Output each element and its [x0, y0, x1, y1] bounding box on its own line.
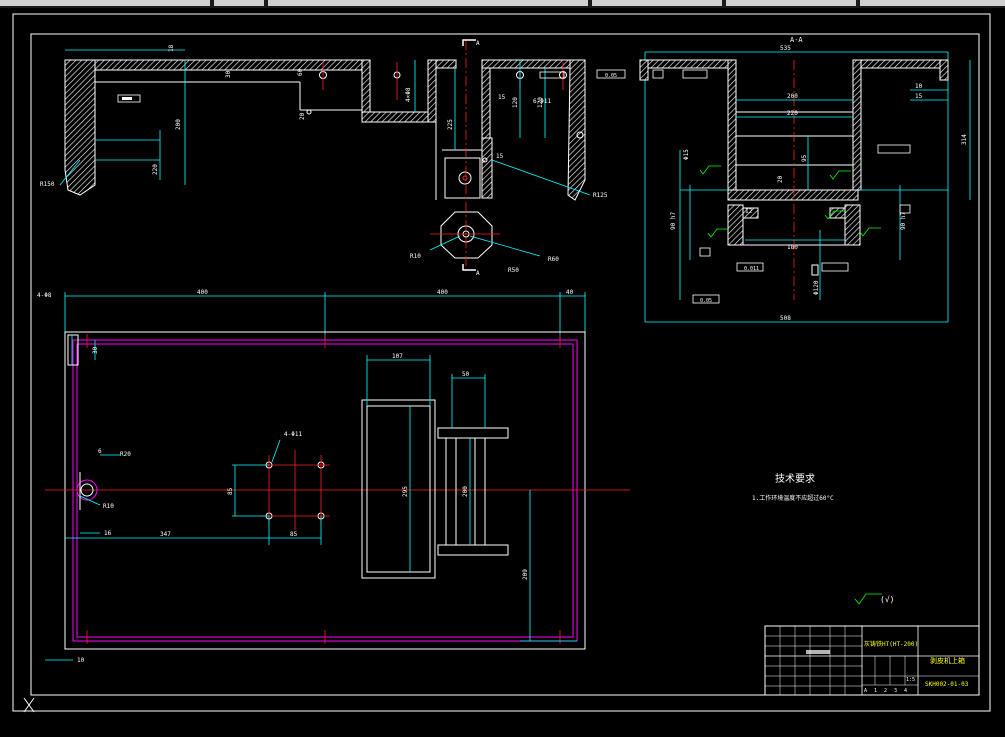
ucs-icon — [23, 697, 35, 713]
dim-text: 120 — [512, 97, 519, 108]
cad-drawing: A A 18 30 200 220 R150 60 20 225 120 120… — [12, 13, 991, 713]
scale-cell: 2 — [884, 688, 887, 694]
tab[interactable] — [268, 0, 588, 6]
dim-text: 20 — [777, 175, 784, 183]
dim-text: 20 — [299, 112, 306, 120]
tolerance-value: 0.011 — [744, 266, 759, 272]
dim-text: 4-Φ11 — [284, 431, 302, 438]
dim-text: 10 — [77, 657, 85, 664]
dim-text: 4-Φ8 — [37, 292, 52, 299]
dim-text: 30 — [225, 70, 232, 78]
scale-cell: 1 — [874, 688, 877, 694]
dim-text: 400 — [197, 289, 208, 296]
window-tab-strip — [0, 0, 1005, 8]
dim-text: 30 — [92, 346, 99, 354]
outer-frame — [12, 13, 991, 712]
dim-text: 6 — [98, 448, 102, 455]
dim-text: 16 — [104, 530, 112, 537]
tech-req-title: 技术要求 — [775, 472, 815, 485]
dim-text: 535 — [780, 45, 791, 52]
roughness-symbol: (√) — [854, 593, 894, 605]
side-section-view: A-A 535 508 — [596, 36, 971, 323]
dim-text: 180 — [787, 244, 798, 251]
front-section-view: A A 18 30 200 220 R150 60 20 225 120 120… — [40, 39, 608, 277]
dim-text: 85 — [290, 531, 298, 538]
tab[interactable] — [592, 0, 722, 6]
dim-text: R125 — [593, 192, 608, 199]
plan-view: 400 400 40 4-Φ8 — [37, 289, 630, 664]
dim-text: 400 — [437, 289, 448, 296]
tech-req-line: 1.工作环境温度不应超过60°C — [752, 494, 834, 502]
section-label: A-A — [790, 36, 803, 44]
roughness-note: (√) — [880, 595, 894, 604]
dim-text: R50 — [508, 267, 519, 274]
dim-text: 15 — [498, 94, 506, 101]
dim-text: 209 — [522, 569, 529, 580]
dim-text: 200 — [175, 119, 182, 130]
tolerance-value: 0.05 — [700, 298, 712, 304]
dim-text: 200 — [462, 486, 469, 497]
title-block: 灰铸铁HT(HT-200) 剥皮机上箱 SKH002-01-03 A 1 2 3… — [764, 625, 980, 696]
dim-text: 40 — [566, 289, 574, 296]
scale-cell: 3 — [894, 688, 897, 694]
dim-text: 60 — [297, 68, 304, 76]
tab[interactable] — [726, 0, 856, 6]
dim-text: R10 — [103, 503, 114, 510]
scale-cell: 4 — [904, 688, 907, 694]
part-name-text: 剥皮机上箱 — [930, 656, 965, 665]
dim-text: 85 — [227, 487, 234, 495]
dim-text: Φ120 — [813, 280, 820, 295]
dim-text: Φ15 — [683, 149, 690, 160]
scale-value: 1:5 — [906, 677, 915, 683]
dim-text: 508 — [780, 315, 791, 322]
dim-text: R20 — [120, 451, 131, 458]
dim-text: 15 — [496, 153, 504, 160]
dim-text: 347 — [160, 531, 171, 538]
tab[interactable] — [0, 0, 210, 6]
dim-text: 107 — [392, 353, 403, 360]
dim-text: 10 — [915, 83, 923, 90]
section-mark-top: A — [476, 40, 480, 47]
dim-text: 95 — [801, 154, 808, 162]
technical-requirements: 技术要求 1.工作环境温度不应超过60°C — [752, 472, 834, 502]
scale-cell: A — [864, 688, 867, 694]
dim-text: 4×Φ8 — [405, 87, 412, 102]
dim-text: 50 — [462, 371, 470, 378]
dim-text: 314 — [961, 134, 968, 145]
dim-text: 220 — [152, 164, 159, 175]
dim-text: 6-Φ11 — [533, 98, 551, 105]
material-text: 灰铸铁HT(HT-200) — [864, 640, 918, 648]
dim-text: 295 — [402, 486, 409, 497]
inner-frame — [30, 33, 980, 696]
dim-text: 18 — [168, 44, 175, 52]
dim-text: 15 — [915, 93, 923, 100]
dim-text: R10 — [410, 253, 421, 260]
dim-text: R60 — [548, 256, 559, 263]
section-mark-bottom: A — [476, 270, 480, 277]
dim-text: 225 — [447, 119, 454, 130]
dim-text: 120 — [537, 97, 544, 108]
tolerance-value: 0.05 — [605, 73, 617, 79]
dim-text: 90 h7 — [670, 212, 677, 230]
dim-text: 220 — [787, 110, 798, 117]
tab[interactable] — [860, 0, 1005, 6]
dim-text: 12 — [745, 208, 753, 215]
dim-text: R150 — [40, 181, 55, 188]
drawing-number-text: SKH002-01-03 — [925, 681, 969, 688]
dim-text: 200 — [787, 93, 798, 100]
drawing-canvas[interactable]: A A 18 30 200 220 R150 60 20 225 120 120… — [0, 8, 1005, 733]
dim-text: 90 h7 — [900, 212, 907, 230]
tab[interactable] — [214, 0, 264, 6]
